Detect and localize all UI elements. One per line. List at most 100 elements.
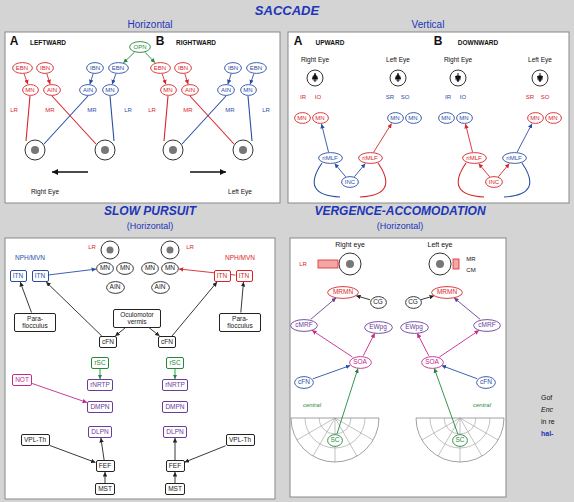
panel — [290, 238, 506, 497]
projection-arrow — [356, 296, 370, 300]
nucleus-ellipse: cMRF — [473, 319, 501, 332]
node-text: MN — [105, 87, 114, 94]
node-text: SC — [330, 436, 339, 443]
node-text: DLPN — [91, 428, 108, 435]
panel — [5, 238, 275, 499]
nucleus-ellipse: MN — [160, 84, 177, 96]
node-text: SOA — [353, 358, 367, 365]
muscle-label: SO — [400, 94, 411, 101]
nucleus-ellipse: MN — [116, 262, 134, 275]
projection-arrow — [162, 74, 166, 84]
nucleus-box: cFN — [99, 336, 117, 348]
muscle-label: SR — [385, 94, 395, 101]
muscle-label: LR — [9, 107, 19, 114]
panel — [5, 32, 280, 203]
projection-arrow — [241, 282, 244, 313]
node-text: EBN — [154, 65, 166, 72]
nucleus-box: VPL-Th — [226, 434, 255, 446]
node-text: MN — [548, 115, 557, 122]
node-text: MST — [168, 485, 182, 492]
muscle-label: IO — [314, 94, 322, 101]
eye-label: Right Eye — [30, 188, 60, 195]
node-text: AIN — [155, 283, 166, 290]
muscle-label: MR — [465, 256, 476, 263]
section-heading: (Horizontal) — [127, 222, 174, 232]
muscle-label: SR — [525, 94, 535, 101]
node-text: MN — [100, 264, 110, 271]
nucleus-ellipse: MN — [240, 84, 257, 96]
eye-label: Left Eye — [527, 56, 553, 63]
node-text: MN — [441, 115, 450, 122]
movement-arrow — [52, 73, 540, 172]
node-text: Para-flocculus — [17, 315, 53, 329]
nucleus-ellipse: SC — [452, 434, 468, 447]
nucleus-ellipse: MN — [96, 262, 114, 275]
node-text: INC — [489, 179, 499, 186]
node-text: MN — [315, 115, 324, 122]
node-text: MN — [145, 264, 155, 271]
section-heading: SLOW PURSUIT — [104, 205, 196, 218]
nucleus-ellipse: AIN — [43, 84, 61, 96]
citation-text: hal- — [541, 430, 553, 438]
eye-label: Left Eye — [385, 56, 411, 63]
muscle-label: MR — [182, 107, 193, 114]
nucleus-ellipse: SOA — [349, 356, 372, 369]
node-text: AIN — [185, 87, 195, 94]
node-text: VPL-Th — [229, 436, 251, 443]
projection-arrow — [149, 328, 160, 337]
nucleus-ellipse: MN — [161, 262, 179, 275]
nucleus-ellipse: cFN — [294, 376, 314, 389]
nucleus-box: FEF — [166, 460, 185, 472]
node-text: NOT — [15, 376, 29, 383]
node-text: IBN — [178, 65, 188, 72]
nucleus-box: Para-flocculus — [219, 313, 261, 332]
node-text: MN — [297, 115, 306, 122]
projection-arrow — [175, 472, 176, 483]
node-text: AIN — [47, 87, 57, 94]
panel-heading: LEFTWARD — [29, 39, 67, 46]
panel-heading: RIGHTWARD — [175, 39, 217, 46]
node-text: VPL-Th — [24, 436, 46, 443]
node-text: riMLF — [322, 155, 337, 162]
projection-arrow — [442, 366, 478, 379]
nucleus-ellipse: AIN — [106, 281, 125, 294]
node-text: rSC — [94, 359, 105, 366]
nucleus-ellipse: INC — [485, 176, 503, 188]
nucleus-ellipse: MN — [527, 112, 544, 124]
map-label: central — [472, 402, 492, 409]
section-heading: Vertical — [412, 19, 445, 30]
nucleus-ellipse: MN — [102, 84, 119, 96]
nucleus-box: ITN — [214, 270, 231, 282]
nucleus-ellipse: INC — [341, 176, 359, 188]
node-text: OPN — [133, 44, 146, 51]
nerve-wire — [26, 96, 530, 197]
nucleus-box: VPL-Th — [21, 434, 50, 446]
projection-arrow — [454, 298, 480, 320]
nucleus-box: DMPN — [87, 401, 113, 413]
nucleus-ellipse: MRMN — [327, 286, 359, 299]
projection-arrow — [337, 368, 358, 433]
muscle-label: LR — [261, 107, 271, 114]
projection-arrow — [101, 438, 104, 460]
muscle-label: IR — [444, 94, 452, 101]
node-text: EWpg — [405, 323, 423, 330]
nucleus-ellipse: SC — [327, 434, 343, 447]
node-text: MN — [165, 264, 175, 271]
node-text: MN — [243, 87, 252, 94]
projection-arrow — [115, 328, 125, 337]
projection-arrow — [354, 164, 365, 177]
nucleus-ellipse: riMLF — [502, 152, 527, 164]
node-text: MN — [459, 115, 468, 122]
projection-arrow — [321, 124, 328, 152]
muscle-label: CM — [465, 267, 476, 274]
nucleus-ellipse: AIN — [151, 281, 170, 294]
node-text: riMLF — [466, 155, 481, 162]
node-text: cFN — [161, 338, 173, 345]
node-text: ITN — [217, 272, 227, 279]
node-text: INC — [345, 179, 355, 186]
muscle-label: MR — [224, 107, 235, 114]
nucleus-ellipse: riMLF — [358, 152, 383, 164]
nucleus-box: rSC — [166, 357, 184, 369]
nucleus-box: ITN — [32, 270, 49, 282]
nucleus-ellipse: AIN — [79, 84, 97, 96]
